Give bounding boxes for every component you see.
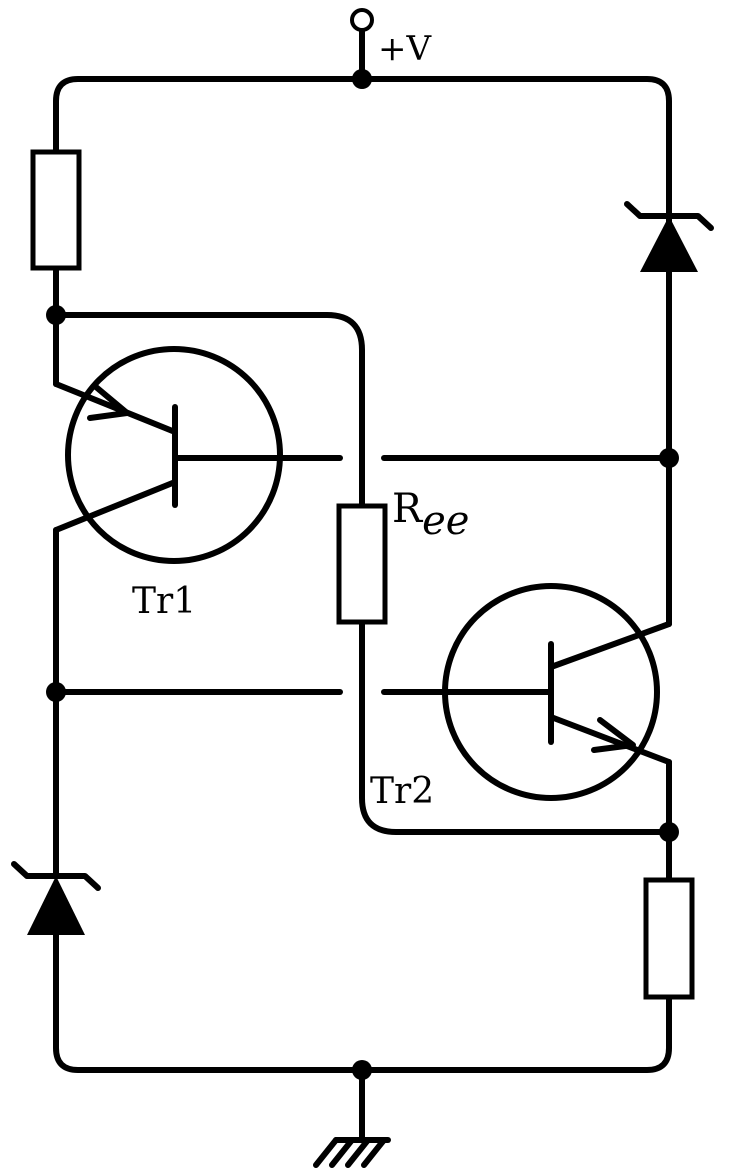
zener-diode-icon xyxy=(11,861,101,935)
resistor-ree-symbol: R xyxy=(392,486,424,532)
resistor-icon xyxy=(30,149,82,271)
junction-dot-icon xyxy=(659,448,679,468)
junction-dot-icon xyxy=(46,305,66,325)
junction-dot-icon xyxy=(352,1060,372,1080)
resistor-icon xyxy=(336,503,388,625)
resistor-icon xyxy=(643,877,695,1000)
junction-dot-icon xyxy=(46,682,66,702)
junction-dot-icon xyxy=(659,822,679,842)
npn-transistor-icon xyxy=(442,583,672,801)
junction-dot-icon xyxy=(352,69,372,89)
supply-voltage-label: +V xyxy=(378,29,432,69)
supply-terminal-icon xyxy=(350,8,374,32)
ground-icon xyxy=(313,1137,391,1168)
transistor-tr1-label: Tr1 xyxy=(132,581,196,622)
resistor-ree-subscript: ee xyxy=(422,498,469,544)
transistor-tr2-label: Tr2 xyxy=(370,771,434,812)
pnp-transistor-icon xyxy=(53,346,283,564)
zener-diode-icon xyxy=(624,201,714,272)
resistor-ree-label: Ree xyxy=(392,486,469,544)
